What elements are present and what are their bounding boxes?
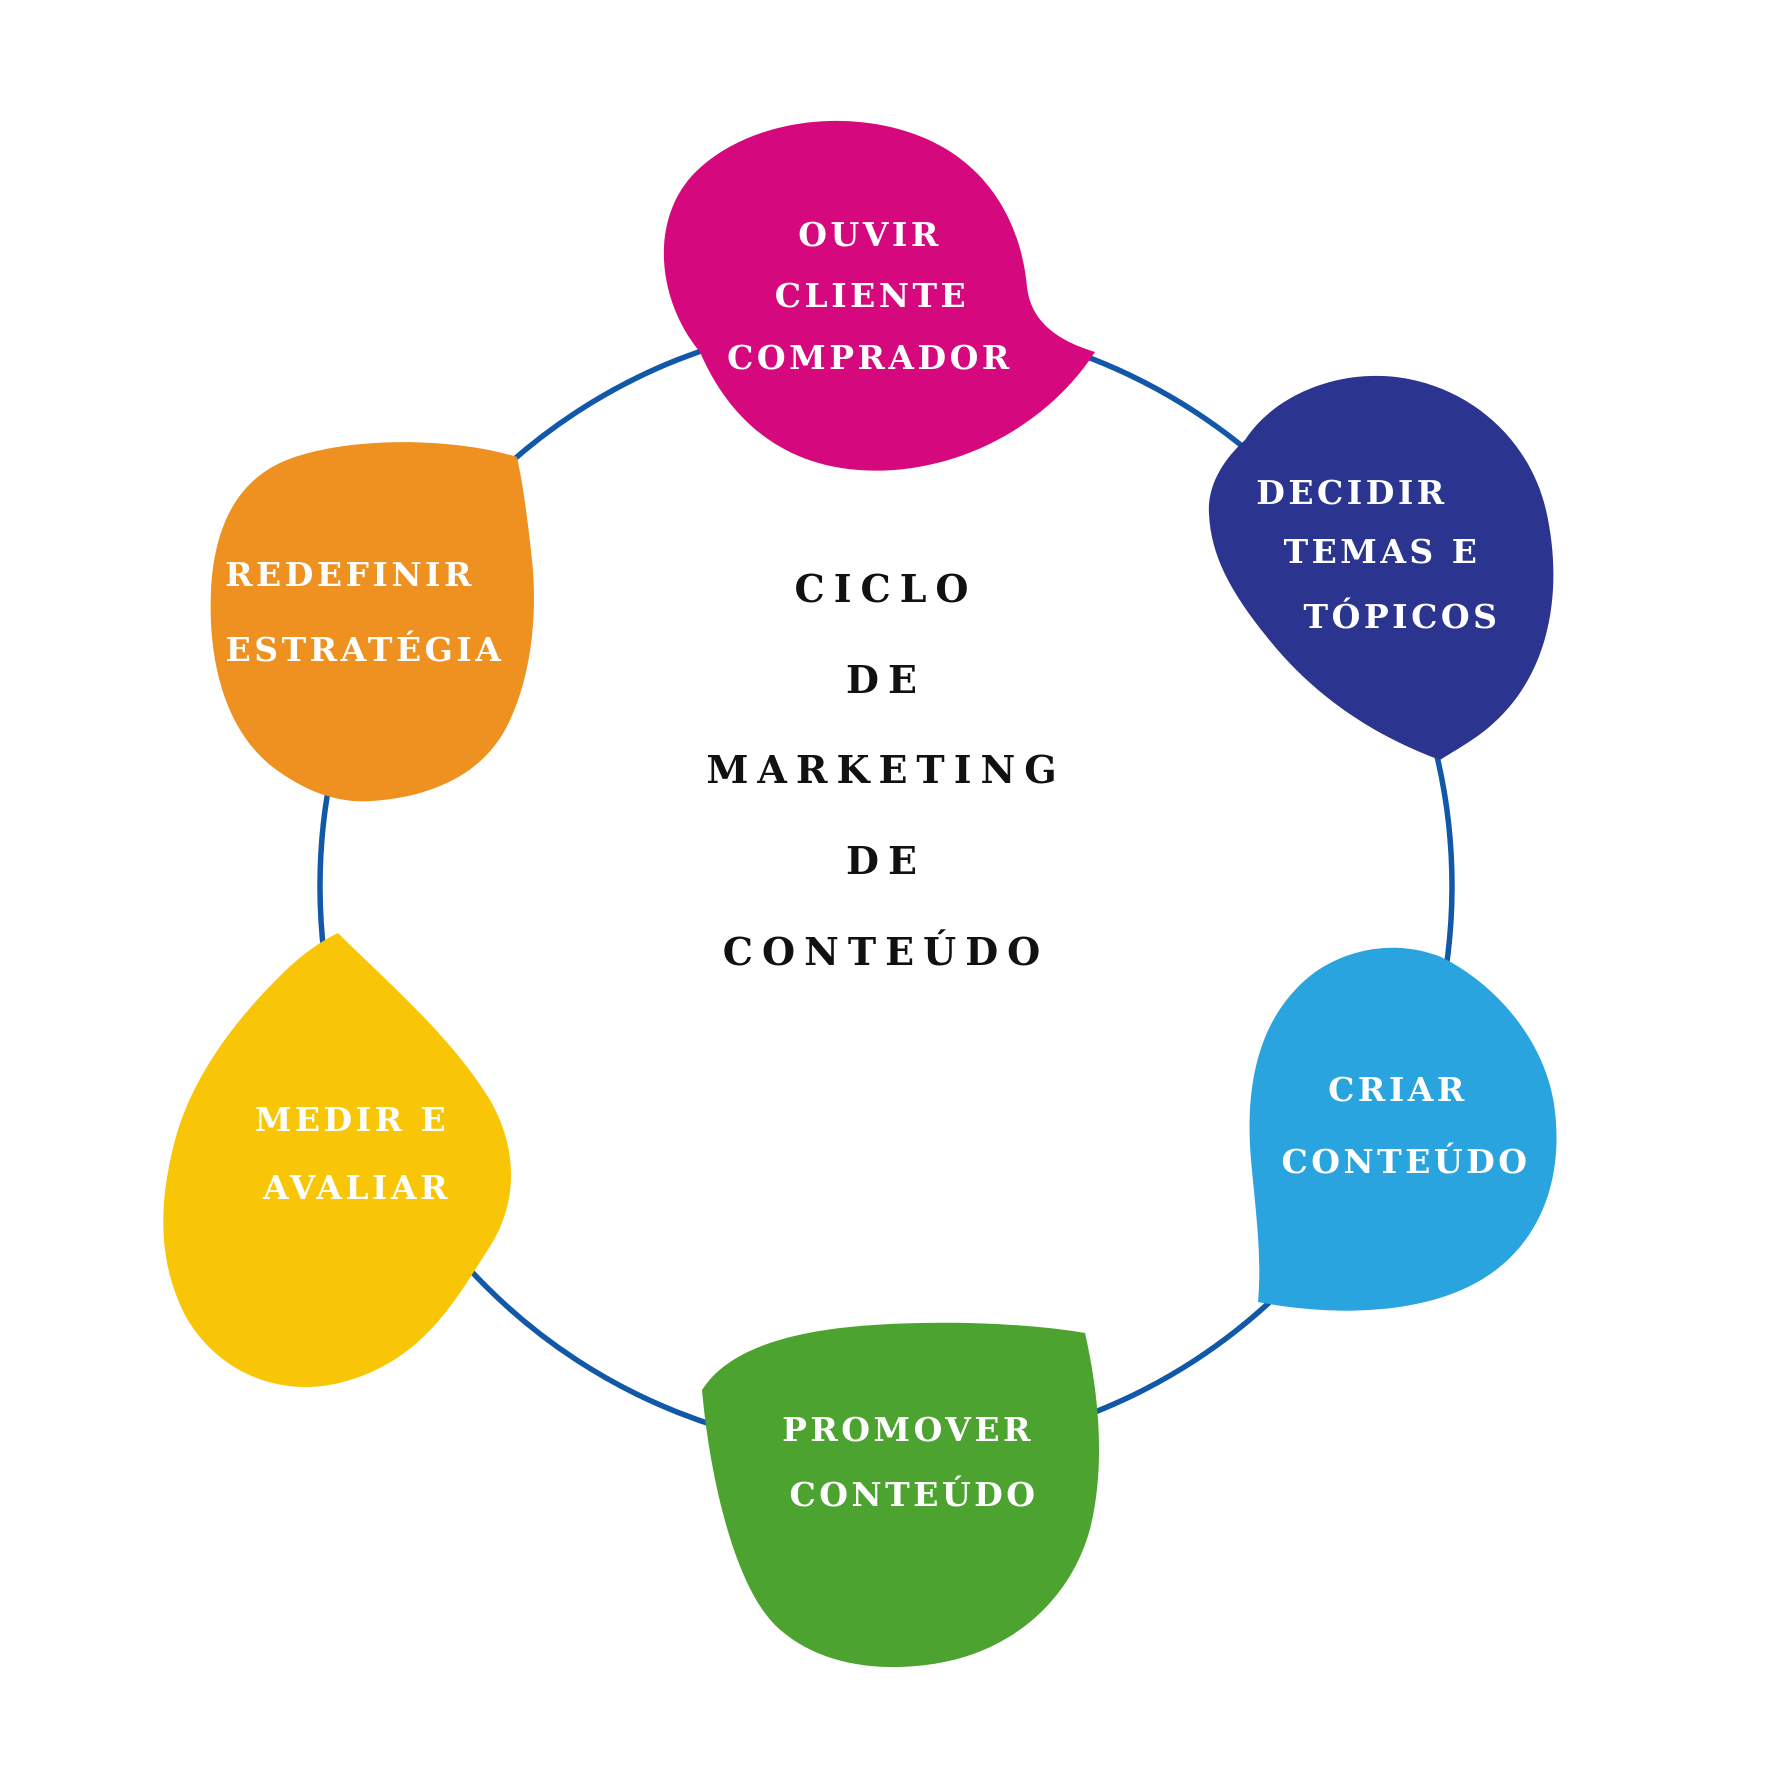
stage-criar-conteudo: CRIAR CONTEÚDO bbox=[1249, 947, 1557, 1311]
stage-label-line: ESTRATÉGIA bbox=[226, 629, 505, 669]
stage-label-line: AVALIAR bbox=[262, 1168, 451, 1207]
stage-label-line: TÓPICOS bbox=[1304, 596, 1501, 636]
stage-medir-e-avaliar: MEDIR E AVALIAR bbox=[163, 933, 512, 1388]
stage-label-line: CONTEÚDO bbox=[1281, 1141, 1530, 1181]
stage-label-line: TEMAS E bbox=[1284, 532, 1481, 571]
stage-label-line: DECIDIR bbox=[1256, 473, 1447, 512]
stage-label-line: PROMOVER bbox=[782, 1410, 1034, 1449]
stage-label-line: CONTEÚDO bbox=[789, 1474, 1038, 1514]
stage-blob-ouvir bbox=[663, 120, 1095, 471]
stage-blob-decidir bbox=[1208, 375, 1554, 760]
stage-label-line: COMPRADOR bbox=[727, 338, 1013, 377]
stage-blob-medir bbox=[163, 933, 512, 1388]
stage-label-line: CLIENTE bbox=[775, 276, 969, 315]
stage-redefinir-estrategia: REDEFINIR ESTRATÉGIA bbox=[210, 442, 535, 802]
stage-label-line: REDEFINIR bbox=[225, 555, 475, 594]
title-line: DE bbox=[846, 657, 926, 702]
title-line: DE bbox=[846, 838, 926, 883]
stage-blob-criar bbox=[1249, 947, 1557, 1311]
title-line: CICLO bbox=[794, 566, 977, 611]
stage-label-line: CRIAR bbox=[1328, 1070, 1468, 1109]
stage-decidir-temas-e-topicos: DECIDIR TEMAS E TÓPICOS bbox=[1208, 375, 1554, 760]
stage-blob-promover bbox=[702, 1322, 1100, 1668]
title-line: MARKETING bbox=[706, 747, 1065, 792]
stage-promover-conteudo: PROMOVER CONTEÚDO bbox=[702, 1322, 1100, 1668]
stage-label-line: MEDIR E bbox=[255, 1100, 449, 1139]
stage-label-line: OUVIR bbox=[798, 215, 942, 254]
stage-ouvir-cliente-comprador: OUVIR CLIENTE COMPRADOR bbox=[663, 120, 1095, 471]
stage-blob-redefinir bbox=[210, 442, 535, 802]
center-title: CICLO DE MARKETING DE CONTEÚDO bbox=[706, 566, 1065, 974]
title-line: CONTEÚDO bbox=[723, 929, 1050, 974]
